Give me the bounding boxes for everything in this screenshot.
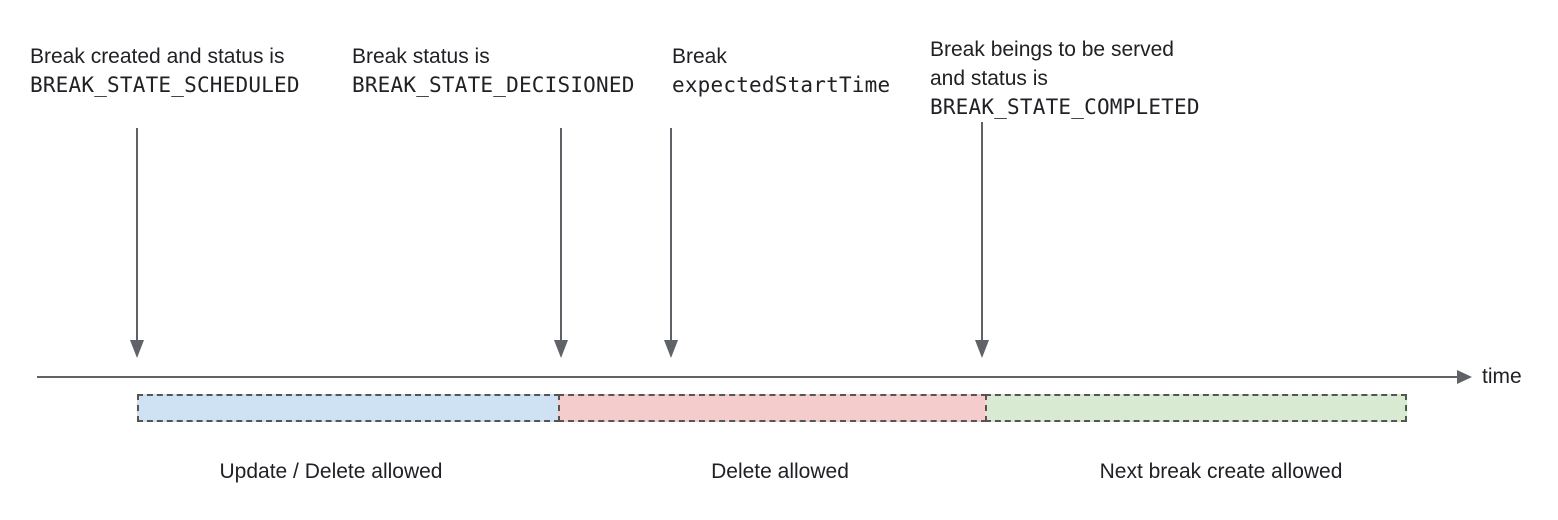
arrow-shaft	[560, 128, 562, 340]
arrowhead-down-icon	[554, 340, 568, 358]
segment-label-delete: Delete allowed	[711, 460, 849, 483]
segment-next-break-create-allowed	[985, 394, 1407, 422]
annotation-break-completed: Break beings to be served and status is …	[930, 35, 1200, 122]
annotation-break-decisioned: Break status is BREAK_STATE_DECISIONED	[352, 42, 635, 100]
time-axis-label: time	[1482, 365, 1522, 388]
arrowhead-down-icon	[975, 340, 989, 358]
segment-label-update-delete: Update / Delete allowed	[219, 460, 443, 483]
annotation-expected-start-time: Break expectedStartTime	[672, 42, 890, 100]
annotation-text-line: Break	[672, 45, 727, 68]
annotation-code-text: expectedStartTime	[672, 73, 891, 97]
arrow-shaft	[981, 122, 983, 340]
arrowhead-down-icon	[130, 340, 144, 358]
annotation-text-line: Break status is	[352, 45, 490, 68]
segment-delete-allowed	[558, 394, 987, 422]
annotation-text-line: Break beings to be served	[930, 38, 1174, 61]
annotation-text-line: Break created and status is	[30, 45, 285, 68]
phase-bar	[137, 394, 1407, 422]
time-axis-line	[37, 376, 1457, 378]
arrowhead-down-icon	[664, 340, 678, 358]
segment-update-delete-allowed	[137, 394, 560, 422]
annotation-text-line: and status is	[930, 67, 1048, 90]
arrow-shaft	[136, 128, 138, 340]
annotation-code-text: BREAK_STATE_COMPLETED	[930, 95, 1200, 119]
arrow-shaft	[670, 128, 672, 340]
annotation-code-text: BREAK_STATE_SCHEDULED	[30, 73, 300, 97]
segment-label-next-break-create: Next break create allowed	[1099, 460, 1343, 483]
annotation-break-scheduled: Break created and status is BREAK_STATE_…	[30, 42, 300, 100]
arrowhead-right-icon	[1457, 370, 1472, 384]
annotation-code-text: BREAK_STATE_DECISIONED	[352, 73, 635, 97]
